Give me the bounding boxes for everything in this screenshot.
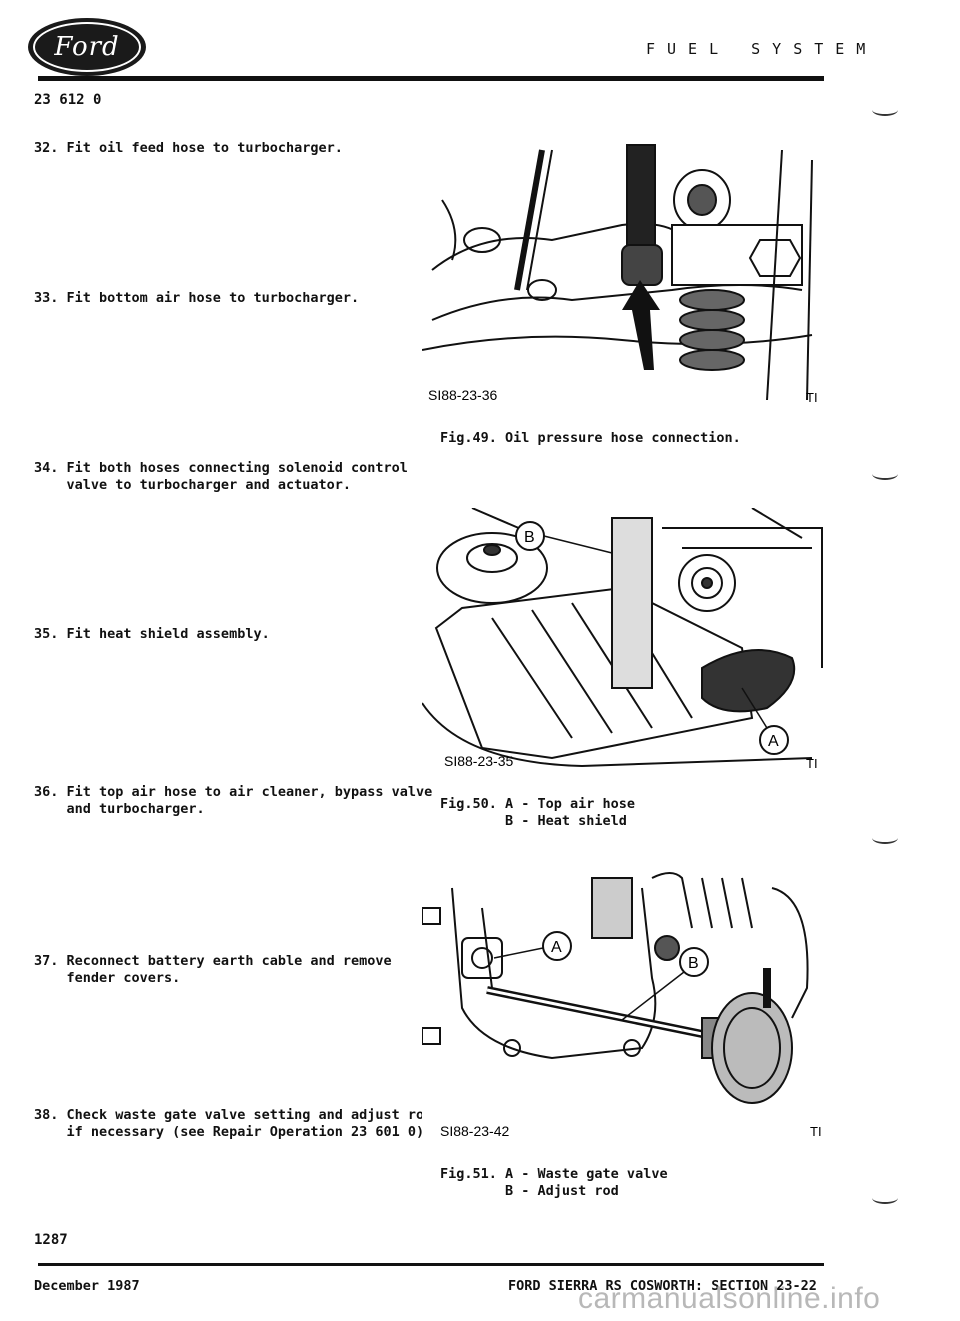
footer-rule [38,1263,824,1266]
margin-mark [872,832,898,844]
step-35: 35. Fit heat shield assembly. [34,626,270,642]
margin-mark [872,1192,898,1204]
logo-ring [33,22,141,72]
figure-51-code: SI88-23-42 [440,1123,509,1139]
step-32: 32. Fit oil feed hose to turbocharger. [34,140,343,156]
figure-50-callout-a: A [768,733,779,750]
footer-date: December 1987 [34,1278,140,1294]
reference-number: 23 612 0 [34,92,102,108]
step-38: 38. Check waste gate valve setting and a… [34,1107,433,1140]
figure-50-illustration: B A SI88-23-35 TI [422,508,826,776]
step-37: 37. Reconnect battery earth cable and re… [34,953,392,986]
figure-50-mark: TI [806,756,818,771]
footer-doc-title: FORD SIERRA RS COSWORTH: SECTION 23-22 [508,1278,817,1294]
figure-49-caption: Fig.49. Oil pressure hose connection. [440,430,741,446]
figure-49-illustration: SI88-23-36 TI [422,140,826,410]
figure-51-callout-b: B [688,955,699,972]
figure-51-mark: TI [810,1124,822,1139]
step-34: 34. Fit both hoses connecting solenoid c… [34,460,408,493]
margin-mark [872,468,898,480]
watermark: carmanualsonline.info [578,1282,881,1315]
page-number: 1287 [34,1232,68,1248]
header-rule [38,76,824,81]
figure-50-callout-b: B [524,529,535,546]
figure-51-callout-a: A [551,939,562,956]
figure-50-code: SI88-23-35 [444,753,513,769]
figure-49-code: SI88-23-36 [428,387,497,403]
margin-mark [872,104,898,116]
step-36: 36. Fit top air hose to air cleaner, byp… [34,784,433,817]
figure-49-mark: TI [806,390,818,405]
step-33: 33. Fit bottom air hose to turbocharger. [34,290,360,306]
figure-51-caption: Fig.51. A - Waste gate valve B - Adjust … [440,1166,668,1199]
figure-50-caption: Fig.50. A - Top air hose B - Heat shield [440,796,636,829]
figure-51-illustration: A B SI88-23-42 TI [422,868,826,1140]
section-title: FUEL SYSTEM [646,40,878,58]
